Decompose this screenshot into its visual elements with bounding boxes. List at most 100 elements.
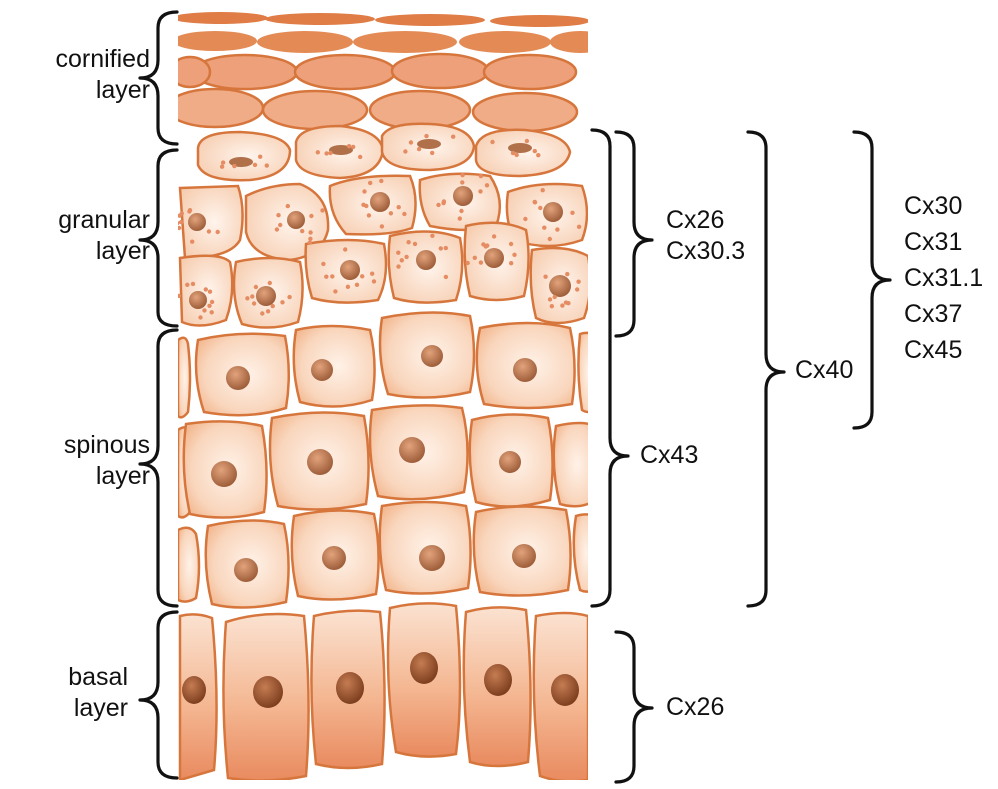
keratohyalin-granule <box>210 300 214 304</box>
keratohyalin-granule <box>191 282 195 286</box>
keratohyalin-granule <box>190 240 194 244</box>
keratohyalin-granule <box>370 272 374 276</box>
keratohyalin-granule <box>479 174 483 178</box>
keratohyalin-granule <box>451 135 455 139</box>
keratohyalin-granule <box>220 165 224 169</box>
keratohyalin-granule <box>268 281 272 285</box>
keratohyalin-granule <box>466 261 470 265</box>
keratohyalin-granule <box>360 274 364 278</box>
cx40-label: Cx40 <box>795 355 853 386</box>
keratohyalin-granule <box>460 173 464 177</box>
keratohyalin-granule <box>258 155 262 159</box>
keratohyalin-granule <box>570 211 574 215</box>
granular-layer-label-line2: layer <box>0 236 150 267</box>
keratohyalin-granule <box>439 246 443 250</box>
spinous-layer-label: spinous layer <box>0 430 150 492</box>
basal-layer-label-line2: layer <box>0 693 128 724</box>
brace-cx40 <box>748 132 784 606</box>
keratohyalin-granule <box>254 285 258 289</box>
brace-cx43 <box>592 130 628 606</box>
keratohyalin-granule <box>553 295 557 299</box>
keratohyalin-granule <box>492 234 496 238</box>
keratohyalin-granule <box>266 309 270 313</box>
keratohyalin-granule <box>362 189 366 193</box>
keratohyalin-granule <box>177 214 181 218</box>
keratohyalin-granule <box>444 246 448 250</box>
keratohyalin-granule <box>442 199 446 203</box>
brace-cx26-cx30-3 <box>616 132 652 336</box>
keratohyalin-granule <box>355 283 359 287</box>
keratohyalin-granule <box>324 275 328 279</box>
keratohyalin-granule <box>533 200 537 204</box>
cx-multi-group: Cx30 Cx31 Cx31.1 Cx37 Cx45 <box>904 188 983 368</box>
keratohyalin-granule <box>204 287 208 291</box>
keratohyalin-granule <box>555 227 559 231</box>
keratohyalin-granule <box>221 160 225 164</box>
keratohyalin-granule <box>576 280 580 284</box>
keratohyalin-granule <box>542 226 546 230</box>
keratohyalin-granule <box>525 139 529 143</box>
keratohyalin-granule <box>198 315 202 319</box>
keratohyalin-granule <box>308 241 312 245</box>
keratohyalin-granule <box>565 272 569 276</box>
cx37-label: Cx37 <box>904 296 983 332</box>
keratohyalin-granule <box>324 151 328 155</box>
keratohyalin-granule <box>543 275 547 279</box>
keratohyalin-granule <box>253 163 257 167</box>
keratohyalin-granule <box>533 149 537 153</box>
cx30-3-label: Cx30.3 <box>666 236 745 267</box>
keratohyalin-granule <box>265 163 269 167</box>
keratohyalin-granule <box>444 275 448 279</box>
cx26-label: Cx26 <box>666 205 745 236</box>
cx45-label: Cx45 <box>904 332 983 368</box>
keratohyalin-granule <box>250 294 254 298</box>
keratohyalin-granule <box>202 308 206 312</box>
cornified-layer-label-line1: cornified <box>0 44 150 75</box>
keratohyalin-granule <box>367 213 371 217</box>
keratohyalin-granule <box>308 237 312 241</box>
keratohyalin-granule <box>276 213 280 217</box>
spinous-layer-cells <box>178 312 596 607</box>
keratohyalin-granule <box>550 304 554 308</box>
keratohyalin-granule <box>179 220 183 224</box>
keratohyalin-granule <box>309 214 313 218</box>
keratohyalin-granule <box>548 297 552 301</box>
cx-granular-group: Cx26 Cx30.3 <box>666 205 745 267</box>
keratohyalin-granule <box>404 255 408 259</box>
keratohyalin-granule <box>541 188 545 192</box>
keratohyalin-granule <box>473 256 477 260</box>
brace-cx-group <box>854 132 890 428</box>
keratohyalin-granule <box>523 217 527 221</box>
keratohyalin-granule <box>351 145 355 149</box>
keratohyalin-granule <box>177 226 181 230</box>
keratohyalin-granule <box>577 225 581 229</box>
keratohyalin-granule <box>316 150 320 154</box>
keratohyalin-granule <box>424 134 428 138</box>
keratohyalin-granule <box>177 294 181 298</box>
keratohyalin-granule <box>396 251 400 255</box>
spinous-layer-label-line1: spinous <box>0 430 150 461</box>
keratohyalin-granule <box>380 224 384 228</box>
granular-layer-label-line1: granular <box>0 205 150 236</box>
keratohyalin-granule <box>320 208 324 212</box>
keratohyalin-granule <box>372 279 376 283</box>
granular-layer-label: granular layer <box>0 205 150 267</box>
keratohyalin-granule <box>538 206 542 210</box>
keratohyalin-granule <box>436 203 440 207</box>
keratohyalin-granule <box>252 301 256 305</box>
keratohyalin-granule <box>478 189 482 193</box>
keratohyalin-granule <box>275 227 279 231</box>
keratohyalin-granule <box>260 311 264 315</box>
keratohyalin-granule <box>560 303 564 307</box>
keratohyalin-granule <box>409 140 413 144</box>
keratohyalin-granule <box>308 230 312 234</box>
keratohyalin-granule <box>575 287 579 291</box>
keratohyalin-granule <box>245 296 249 300</box>
cx26-basal-label: Cx26 <box>666 692 724 723</box>
keratohyalin-granule <box>271 304 275 308</box>
keratohyalin-granule <box>512 253 516 257</box>
keratohyalin-granule <box>417 147 421 151</box>
keratohyalin-granule <box>430 151 434 155</box>
